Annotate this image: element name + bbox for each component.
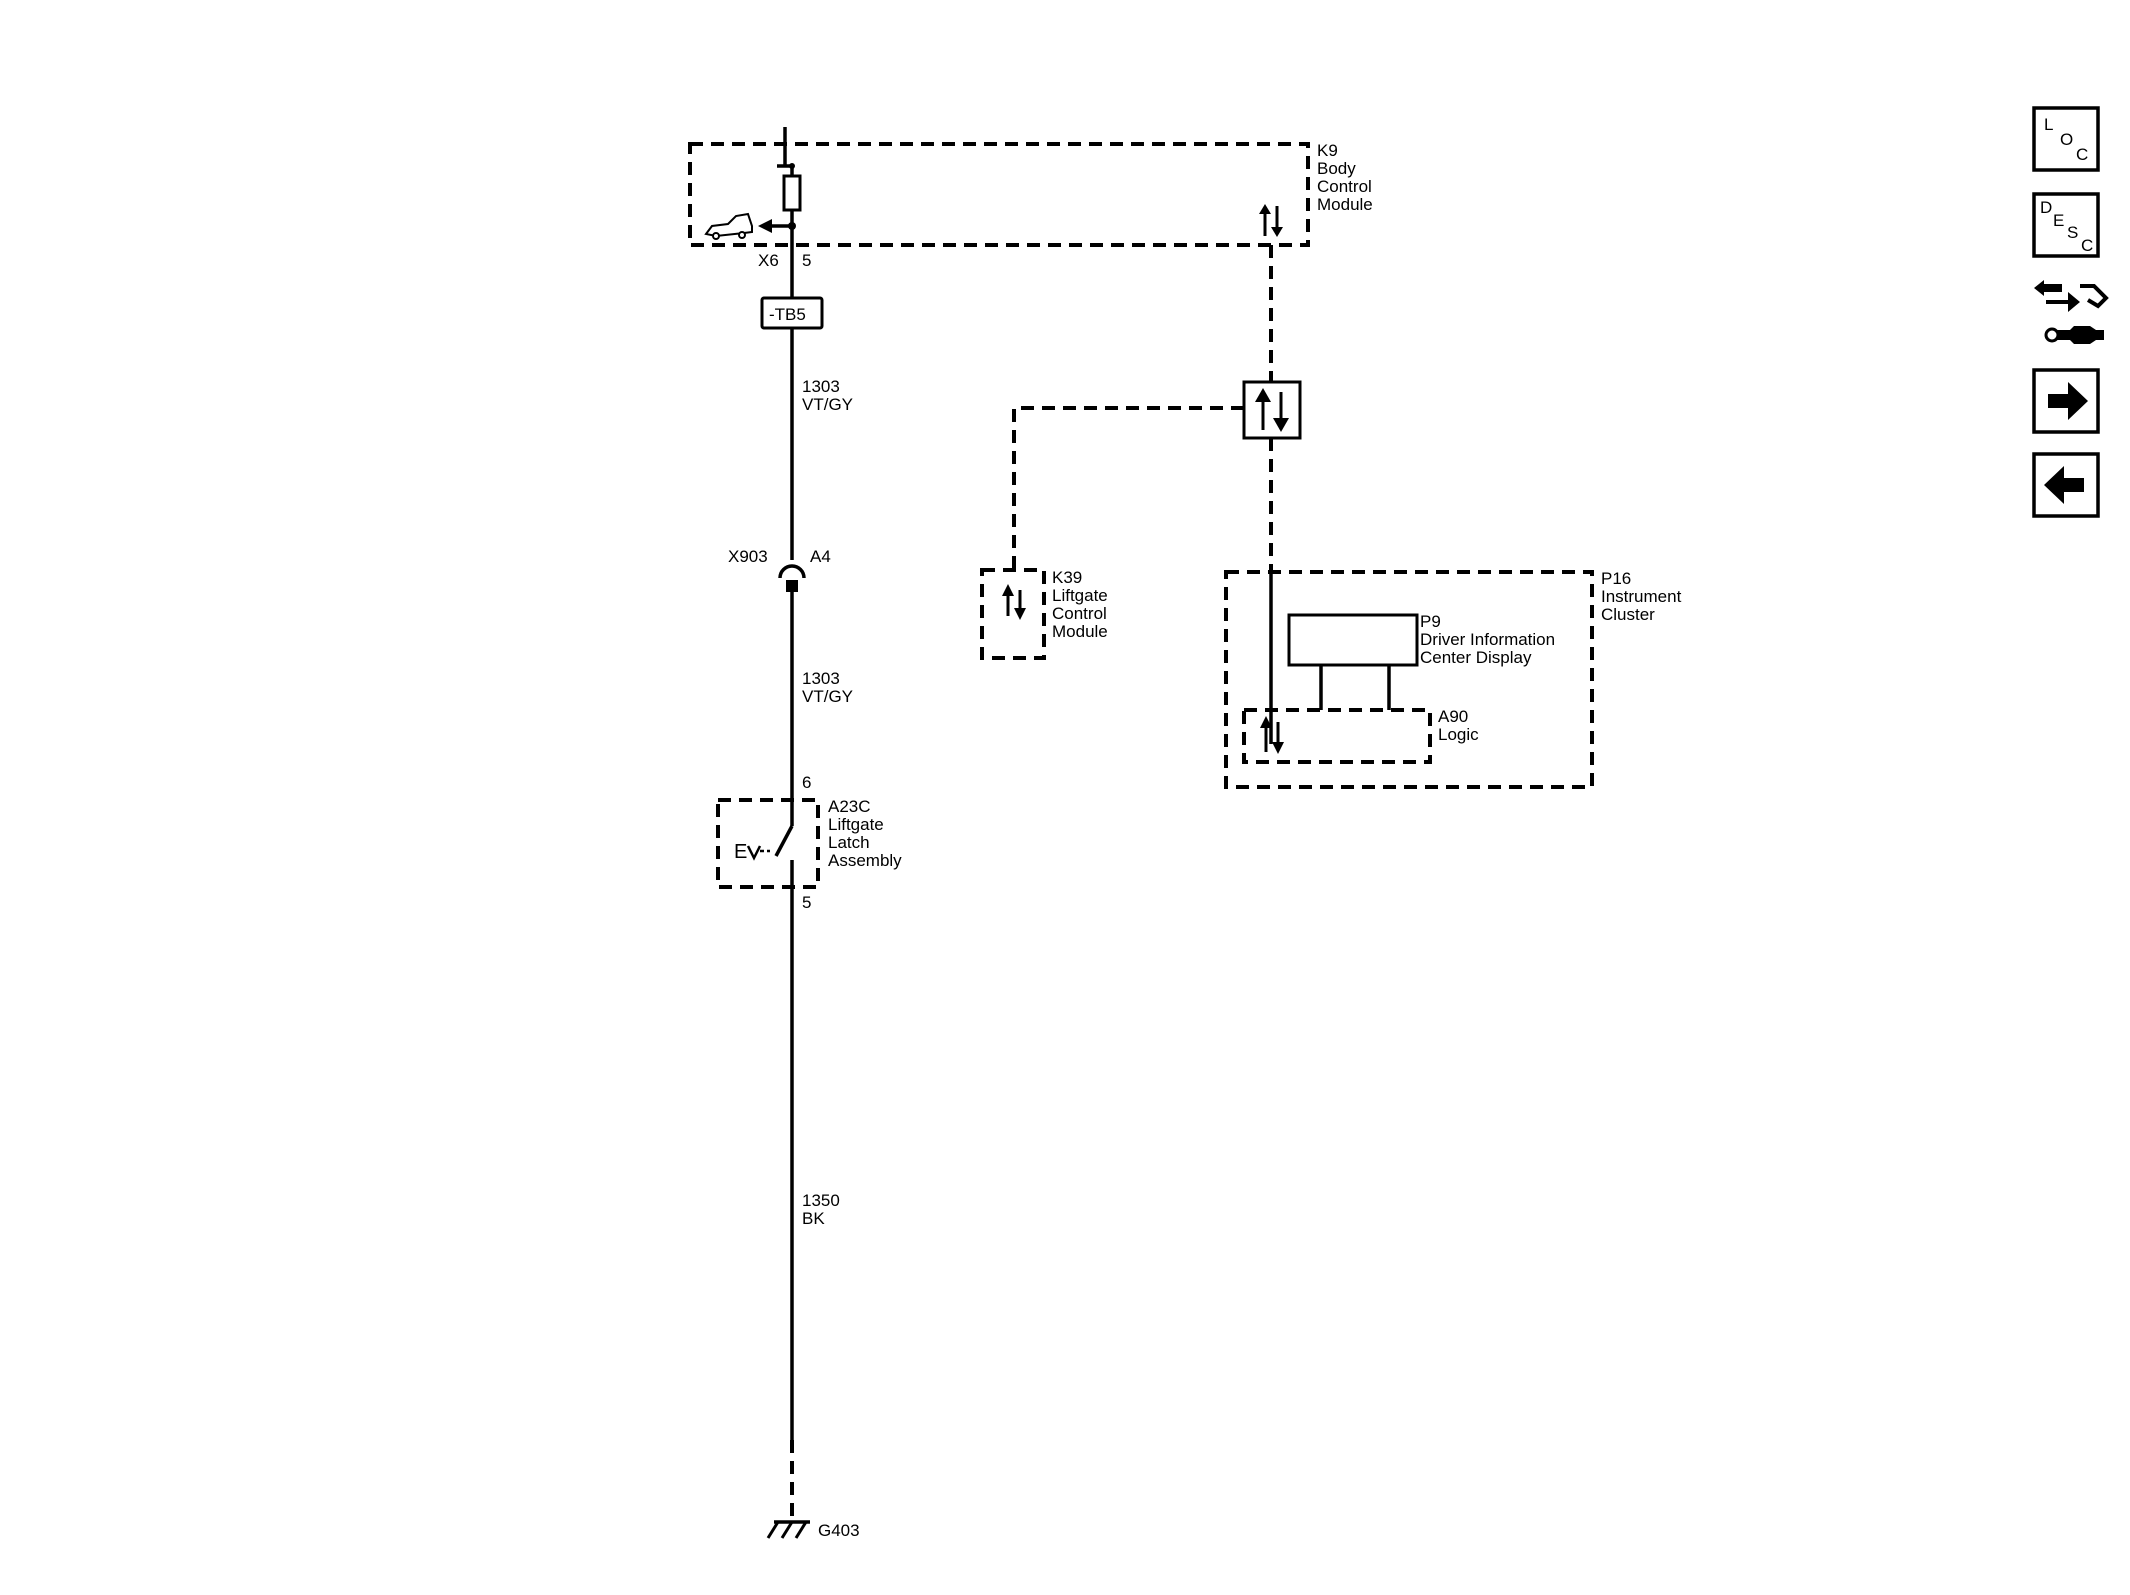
arrow-left-icon	[2044, 466, 2084, 504]
connector-tool-button[interactable]	[2034, 280, 2109, 344]
wire-1303-upper-color: VT/GY	[802, 395, 853, 414]
a23c-label-2: Latch	[828, 833, 870, 852]
connector-wrench-icon	[2034, 280, 2109, 344]
next-page-button[interactable]	[2032, 368, 2100, 434]
desc-letter-4: C	[2081, 236, 2093, 255]
k9-label-2: Control	[1317, 177, 1372, 196]
a23c-label-1: Liftgate	[828, 815, 884, 834]
k39-id: K39	[1052, 568, 1082, 587]
a23c-pin-bottom: 5	[802, 893, 811, 912]
a23c-pin-top: 6	[802, 773, 811, 792]
x903-connector-label: X903	[728, 547, 768, 566]
k9-input-circuit	[758, 127, 802, 233]
serial-data-splice[interactable]	[1242, 380, 1302, 440]
loc-button[interactable]: L O C	[2032, 106, 2100, 172]
wire-1303-upper-circuit: 1303	[802, 377, 840, 396]
p16-label-1: Instrument	[1601, 587, 1682, 606]
x6-pin-label: 5	[802, 251, 811, 270]
liftgate-vehicle-icon	[704, 212, 753, 240]
p16-id: P16	[1601, 569, 1631, 588]
terminal-block-label: -TB5	[769, 305, 806, 324]
loc-letter-2: O	[2060, 130, 2073, 149]
x903-inline-connector[interactable]	[778, 564, 806, 592]
p9-label-1: Driver Information	[1420, 630, 1555, 649]
k9-label-1: Body	[1317, 159, 1356, 178]
a23c-label-3: Assembly	[828, 851, 902, 870]
k9-serial-data-icon	[1259, 204, 1283, 237]
p9-id: P9	[1420, 612, 1441, 631]
latch-switch-icon: E	[734, 841, 770, 863]
loc-letter-3: C	[2076, 145, 2088, 164]
desc-letter-3: S	[2067, 223, 2078, 242]
k39-label-2: Control	[1052, 604, 1107, 623]
x6-connector-label: X6	[758, 251, 779, 270]
p16-instrument-cluster[interactable]	[1224, 570, 1594, 789]
serial-data-to-k39	[1012, 406, 1244, 570]
wire-1350-circuit: 1350	[802, 1191, 840, 1210]
p16-label-2: Cluster	[1601, 605, 1655, 624]
a90-id: A90	[1438, 707, 1468, 726]
a23c-id: A23C	[828, 797, 871, 816]
k39-label-3: Module	[1052, 622, 1108, 641]
arrow-right-icon	[2048, 382, 2088, 420]
desc-letter-2: E	[2053, 211, 2064, 230]
k9-body-control-module[interactable]: K9 Body Control Module	[688, 141, 1373, 247]
ground-g403-icon[interactable]	[766, 1520, 810, 1539]
x903-pin-label: A4	[810, 547, 831, 566]
previous-page-button[interactable]	[2032, 452, 2100, 518]
a90-label-1: Logic	[1438, 725, 1479, 744]
k9-label-3: Module	[1317, 195, 1373, 214]
desc-button[interactable]: D E S C	[2032, 192, 2100, 258]
wire-1350-color: BK	[802, 1209, 825, 1228]
terminal-block-tb5[interactable]: -TB5	[760, 296, 824, 330]
desc-letter-1: D	[2040, 198, 2052, 217]
p9-label-2: Center Display	[1420, 648, 1532, 667]
p9-driver-information-display[interactable]	[1287, 613, 1419, 710]
k9-id: K9	[1317, 141, 1338, 160]
a90-logic[interactable]	[1242, 708, 1432, 764]
ground-label: G403	[818, 1521, 860, 1540]
k39-label-1: Liftgate	[1052, 586, 1108, 605]
wire-1303-lower-circuit: 1303	[802, 669, 840, 688]
a23c-liftgate-latch-assembly[interactable]	[716, 798, 820, 889]
k39-liftgate-control-module[interactable]	[980, 568, 1046, 660]
wire-1303-lower-color: VT/GY	[802, 687, 853, 706]
loc-letter-1: L	[2044, 115, 2053, 134]
svg-text:E: E	[734, 841, 747, 863]
